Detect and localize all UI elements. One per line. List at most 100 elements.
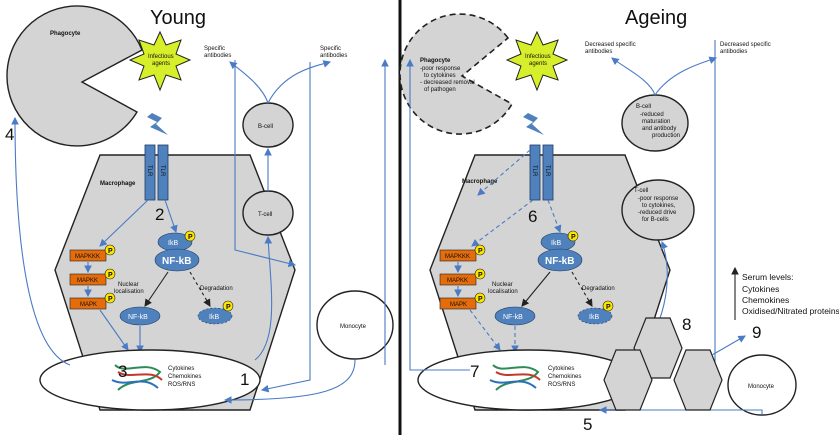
phosphate-label: P	[606, 304, 611, 311]
phagocyte-aged-note-1: -poor response	[420, 66, 461, 72]
phosphate-label: P	[478, 296, 483, 303]
tlr-label-right: TLR	[159, 165, 165, 177]
mapk-box-aged	[439, 297, 477, 310]
nucleus-aged-chemokines: Chemokines	[548, 374, 581, 380]
nfkb-complex	[154, 248, 200, 272]
nucleus-aged-ros-rns: ROS/RNS	[548, 382, 575, 388]
b-cell-aged-note-3: and antibody	[642, 126, 676, 132]
phosphate-icon	[602, 300, 614, 312]
phosphate-icon	[104, 292, 116, 304]
serum-chemokines: Chemokines	[742, 295, 789, 305]
loop-line-phagocyte	[11, 116, 71, 366]
nuclear-localisation-label-1: Nuclear	[118, 282, 139, 288]
number-7: 7	[470, 362, 479, 381]
mapk-to-nucleus-arrow-aged	[469, 309, 501, 351]
specific-antibodies-1-line2: antibodies	[204, 53, 231, 59]
phosphate-icon	[104, 244, 116, 256]
b-cell-aged-title: B-cell	[636, 104, 651, 110]
mapkk-box	[69, 273, 107, 286]
phosphate-label: P	[478, 272, 483, 279]
degradation-label: Degradation	[200, 286, 233, 292]
mapk-box	[69, 297, 107, 310]
specific-antibodies-1-line1: Specific	[204, 46, 225, 52]
monocyte-to-macrophage-arrow	[223, 359, 356, 404]
t-cell-aged-title: T-cell	[634, 188, 648, 194]
serum-oxidised-proteins: Oxidised/Nitrated proteins	[742, 306, 839, 316]
hexagon-cluster-top	[633, 317, 683, 379]
ikb-degraded-label: IkB	[209, 314, 219, 321]
mapk-label: MAPK	[80, 302, 97, 308]
macrophage-aged-label: Macrophage	[462, 179, 498, 185]
phosphate-label: P	[108, 296, 113, 303]
serum-levels-title: Serum levels:	[742, 272, 794, 282]
ikb-degraded-aged	[577, 307, 613, 325]
number-4: 4	[5, 125, 14, 144]
degradation-arrow	[189, 271, 211, 307]
number-6: 6	[528, 207, 537, 226]
b-cell-aged-note-2: maturation	[642, 119, 670, 125]
monocyte-cell	[316, 290, 394, 360]
young-panel: Young Phagocyte Infectious agents Macrop…	[5, 5, 394, 411]
infectious-agents-aged-label-2: agents	[529, 61, 547, 67]
nuclear-localisation-aged-label-2: localisation	[488, 289, 518, 295]
nfkb-aged-label: NF-kB	[545, 256, 574, 267]
phagocyte-cell	[6, 5, 143, 147]
tlr-to-kinase-arrow-aged	[471, 199, 534, 247]
infectious-agents-aged-label-1: Infectious	[525, 54, 551, 60]
nuclear-localisation-label-2: localisation	[114, 289, 144, 295]
tlr-receptor-left-aged	[529, 144, 541, 201]
ageing-panel: Ageing Phagocyte -poor response to cytok…	[381, 7, 839, 434]
nfkb-label: NF-kB	[162, 256, 191, 267]
mapkk-label: MAPKK	[77, 278, 98, 284]
lightning-icon	[147, 113, 168, 135]
b-cell-aged-note-1: -reduced	[640, 112, 664, 118]
decreased-antibodies-2-line1: Decreased specific	[720, 42, 771, 48]
decreased-antibodies-2-line2: antibodies	[720, 49, 747, 55]
phagocyte-aged-note-2: to cytokines	[424, 73, 456, 79]
ikb-degraded-aged-label: IkB	[589, 314, 599, 321]
decreased-antibodies-1-line1: Decreased specific	[585, 42, 636, 48]
ikb-label: IkB	[168, 240, 178, 247]
t-cell-aged	[621, 179, 695, 241]
nfkb-nuclear-aged	[494, 306, 536, 326]
phosphate-icon	[474, 292, 486, 304]
phosphate-icon	[184, 230, 196, 242]
phagocyte-aged-label: Phagocyte	[420, 58, 451, 64]
mapkkk-label: MAPKKK	[75, 254, 100, 260]
nucleus-ros-rns: ROS/RNS	[168, 382, 195, 388]
phosphate-label: P	[188, 234, 193, 241]
ikb-aged-label: IkB	[551, 240, 561, 247]
infectious-agents-label-1: Infectious	[148, 54, 174, 60]
number-9: 9	[752, 323, 761, 342]
t-cell-aged-note-2: to cytokines,	[642, 203, 676, 209]
nuclear-localisation-arrow	[144, 271, 169, 307]
tlr-to-ikb-arrow-aged	[547, 199, 562, 234]
phosphate-icon	[474, 268, 486, 280]
monocyte-aged-to-macrophage-arrow	[598, 406, 763, 415]
monocyte-aged-label: Monocyte	[748, 384, 775, 390]
phosphate-label: P	[226, 304, 231, 311]
tlr-receptor-right	[157, 144, 169, 201]
mapkk-aged-label: MAPKK	[447, 278, 468, 284]
phosphate-label: P	[108, 272, 113, 279]
specific-antibodies-2-line2: antibodies	[320, 53, 347, 59]
specific-antibodies-2-line1: Specific	[320, 46, 341, 52]
dna-icon	[489, 364, 541, 391]
b-cell-aged-note-4: production	[652, 133, 680, 139]
nfkb-nuclear	[119, 306, 161, 326]
phosphate-label: P	[108, 248, 113, 255]
loop-line-right	[260, 62, 311, 393]
tlr-aged-label-left: TLR	[531, 165, 537, 177]
b-cell-label: B-cell	[258, 124, 273, 130]
phosphate-icon	[474, 244, 486, 256]
dna-icon	[111, 364, 163, 391]
young-title: Young	[150, 7, 206, 29]
nucleus-to-tcell-arrow	[254, 235, 273, 361]
number-2: 2	[155, 205, 164, 224]
loop-line-left-aged	[406, 58, 470, 371]
nfkb-nuclear-label: NF-kB	[128, 314, 148, 321]
lightning-icon	[523, 113, 544, 135]
infectious-agents-star	[128, 30, 192, 92]
mapk-aged-label: MAPK	[450, 302, 467, 308]
